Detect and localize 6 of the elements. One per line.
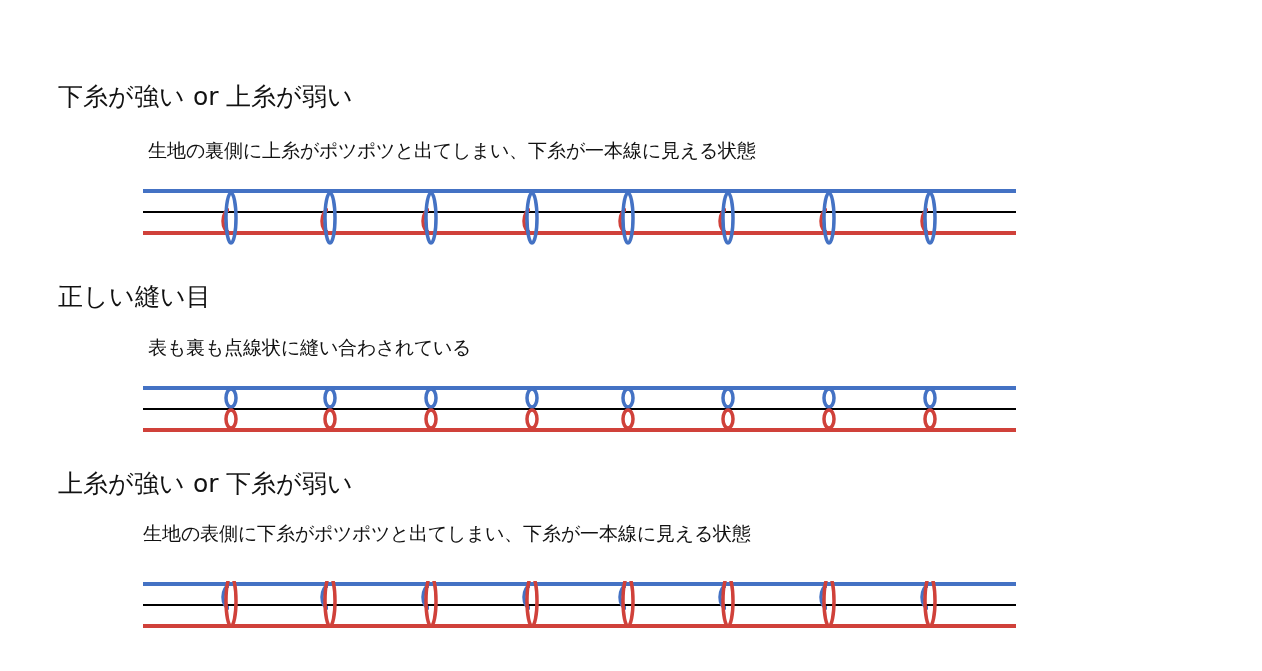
description-text: 表も裏も点線状に縫い合わされている [148, 335, 471, 360]
description-text: 生地の裏側に上糸がポツポツと出てしまい、下糸が一本線に見える状態 [148, 138, 756, 163]
section-heading: 上糸が強い or 下糸が弱い [58, 468, 354, 500]
description-text: 生地の表側に下糸がポツポツと出てしまい、下糸が一本線に見える状態 [143, 521, 751, 546]
section-heading: 下糸が強い or 上糸が弱い [58, 81, 354, 113]
section-heading: 正しい縫い目 [58, 281, 211, 313]
